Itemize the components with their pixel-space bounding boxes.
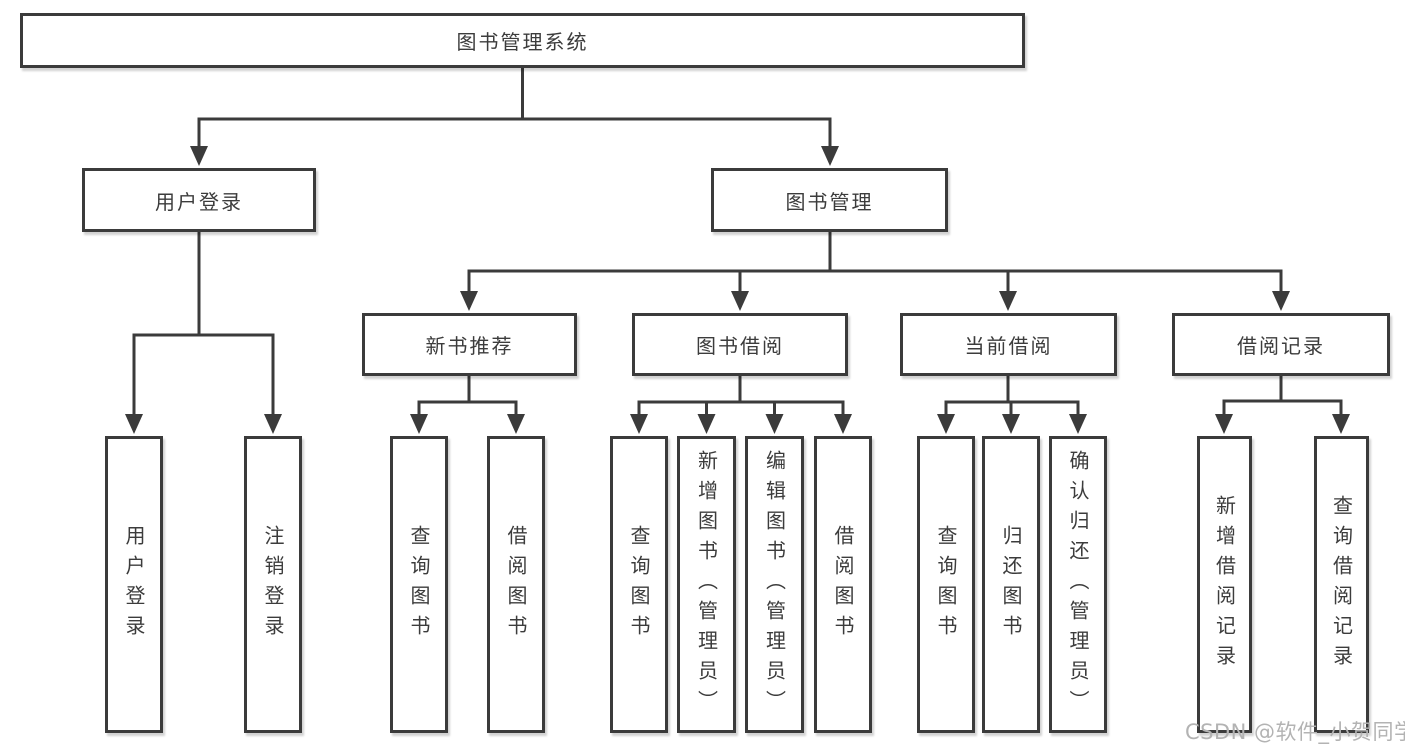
leaf-label: 查询图书 <box>627 524 651 645</box>
connector-borrow-records-to-leaves <box>1215 374 1350 434</box>
node-new-book-recommend: 新书推荐 <box>362 313 577 376</box>
connector-book-mgmt-to-level3 <box>460 230 1290 311</box>
leaf-label: 新增借阅记录 <box>1212 494 1237 675</box>
connector-current-borrow-to-leaves <box>937 374 1087 434</box>
leaf-label: 用户登录 <box>122 524 146 645</box>
node-label: 图书管理系统 <box>456 30 589 54</box>
node-label: 借阅记录 <box>1237 334 1325 358</box>
connector-new-book-to-leaves <box>410 374 525 434</box>
leaf-newbook-query-books: 查询图书 <box>390 436 448 733</box>
node-label: 用户登录 <box>155 189 243 214</box>
leaf-label: 编辑图书（管理员） <box>762 449 787 720</box>
leaf-label: 查询图书 <box>934 524 958 645</box>
leaf-label: 归还图书 <box>999 524 1023 645</box>
leaf-label: 借阅图书 <box>831 524 855 645</box>
leaf-records-add-record: 新增借阅记录 <box>1197 436 1252 733</box>
leaf-borrow-query-books: 查询图书 <box>610 436 668 733</box>
leaf-newbook-borrow-books: 借阅图书 <box>487 436 545 733</box>
leaf-label: 查询图书 <box>407 524 431 645</box>
leaf-label: 借阅图书 <box>504 524 528 645</box>
node-label: 图书借阅 <box>696 334 784 358</box>
csdn-watermark: CSDN @软件_小贺同学 <box>1185 720 1405 744</box>
leaf-records-query-record: 查询借阅记录 <box>1314 436 1369 733</box>
leaf-label: 注销登录 <box>261 524 285 645</box>
connector-book-borrow-to-leaves <box>630 374 852 434</box>
leaf-borrow-add-book-admin: 新增图书（管理员） <box>677 436 736 733</box>
node-label: 新书推荐 <box>425 334 514 358</box>
leaf-logout: 注销登录 <box>244 436 302 733</box>
leaf-label: 确认归还（管理员） <box>1066 449 1090 720</box>
node-book-management: 图书管理 <box>711 168 948 232</box>
leaf-current-confirm-return-admin: 确认归还（管理员） <box>1049 436 1107 733</box>
leaf-borrow-edit-book-admin: 编辑图书（管理员） <box>745 436 804 733</box>
node-user-login: 用户登录 <box>82 168 316 232</box>
leaf-borrow-borrow-books: 借阅图书 <box>814 436 872 733</box>
node-label: 图书管理 <box>785 189 874 214</box>
leaf-current-query-books: 查询图书 <box>917 436 975 733</box>
node-library-management-system: 图书管理系统 <box>20 13 1025 68</box>
leaf-user-login: 用户登录 <box>105 436 163 733</box>
leaf-current-return-books: 归还图书 <box>982 436 1040 733</box>
node-current-borrow: 当前借阅 <box>900 313 1117 376</box>
node-borrow-records: 借阅记录 <box>1172 313 1390 376</box>
leaf-label: 查询借阅记录 <box>1329 494 1354 675</box>
connector-user-login-to-leaves <box>125 230 282 434</box>
leaf-label: 新增图书（管理员） <box>694 449 719 720</box>
node-book-borrow: 图书借阅 <box>632 313 848 376</box>
node-label: 当前借阅 <box>964 334 1053 358</box>
connector-root-to-level2 <box>190 66 839 166</box>
